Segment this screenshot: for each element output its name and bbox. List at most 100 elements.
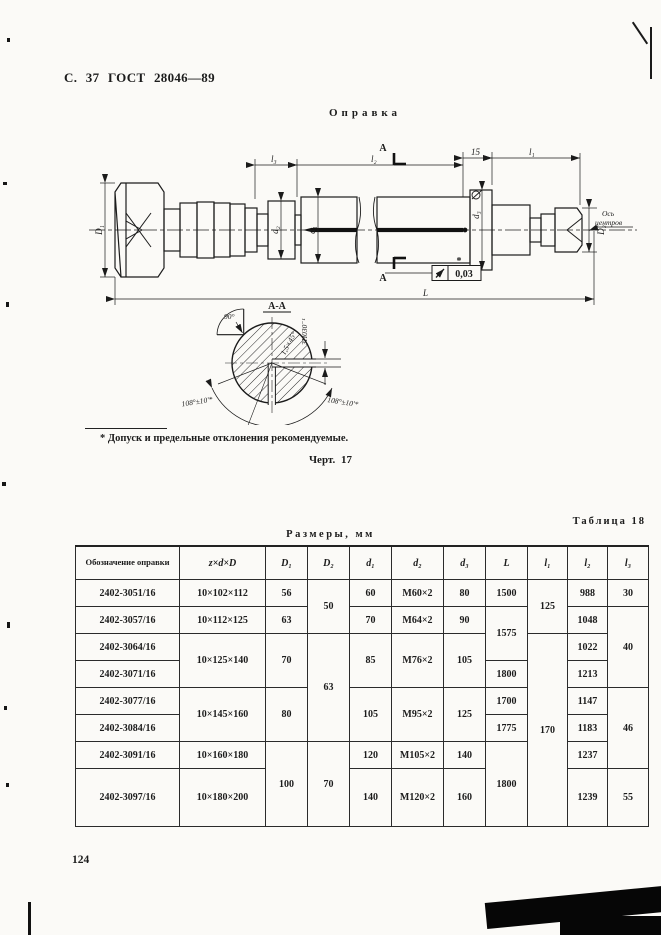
cell: 50: [307, 579, 350, 634]
cell: 1700: [485, 687, 528, 715]
angle-90-label: 90°: [224, 312, 235, 321]
cell: 125: [527, 579, 568, 634]
scan-artifact: [7, 622, 10, 628]
cell: 988: [567, 579, 608, 607]
cell: 1575: [485, 606, 528, 661]
drawing-title: Оправка: [328, 107, 402, 119]
cell: 60: [349, 579, 392, 607]
cell: 10×180×200: [179, 768, 266, 827]
tolerance-frame: 0,03 *: [385, 256, 482, 281]
svg-text:0,03: 0,03: [455, 269, 473, 280]
cell: 160: [443, 768, 486, 827]
cell: 2402-3077/16: [75, 687, 180, 715]
cell: М76×2: [391, 633, 444, 688]
dimension-lines: [100, 152, 597, 305]
cell: 2402-3064/16: [75, 633, 180, 661]
cell: 10×145×160: [179, 687, 266, 742]
section-view-a-a: А-А 3Н030⁻¹ 1,5×45° 90° 108°±10'* 108°±1: [181, 301, 359, 425]
scan-artifact: [7, 38, 10, 42]
cell: 1775: [485, 714, 528, 742]
cell: 140: [443, 741, 486, 769]
cell: М105×2: [391, 741, 444, 769]
col-d2: d₂: [391, 545, 444, 580]
col-d3: d₃: [443, 545, 486, 580]
cell: 2402-3084/16: [75, 714, 180, 742]
cell: 1237: [567, 741, 608, 769]
scan-artifact: [631, 21, 649, 45]
dim-L-label: L: [422, 288, 428, 298]
section-mark-top: А: [379, 143, 387, 154]
cell: 105: [443, 633, 486, 688]
page-header: С. 37 ГОСТ 28046—89: [64, 70, 215, 85]
table-row: 2402-3097/16 10×180×200 140 М120×2 160 1…: [75, 768, 649, 827]
col-L: L: [485, 545, 528, 580]
scan-artifact: [2, 482, 6, 486]
col-designation: Обозначение оправки: [75, 545, 180, 580]
cell: 2402-3097/16: [75, 768, 180, 827]
cell: 10×102×112: [179, 579, 266, 607]
dim-l1-label: l₁: [529, 147, 535, 157]
cell: М120×2: [391, 768, 444, 827]
cell: 40: [607, 606, 649, 688]
cell: 120: [349, 741, 392, 769]
col-D1: D₁: [265, 545, 308, 580]
table-row: 2402-3051/16 10×102×112 56 50 60 М60×2 8…: [75, 579, 649, 634]
svg-text:А-А: А-А: [268, 301, 287, 312]
cell: 80: [265, 687, 308, 742]
scan-artifact: [650, 27, 652, 79]
cell: 105: [349, 687, 392, 742]
figure-caption: Черт. 17: [308, 454, 352, 466]
cell: 10×160×180: [179, 741, 266, 769]
dim-D1-label: D₁: [94, 225, 104, 236]
cell: 1183: [567, 714, 608, 742]
dim-l2-label: l₂: [371, 154, 377, 164]
dim-15-label: 15: [471, 147, 481, 157]
col-zdd: z×d×D: [179, 545, 266, 580]
scan-artifact: [28, 902, 31, 935]
footnote-text: * Допуск и предельные отклонения рекомен…: [100, 433, 349, 444]
mandrel-drawing: l₃ l₂ 15 l₁ L D₁ d₂ d₁ d₃ D₂ Ось центров…: [89, 143, 637, 425]
cell: 100: [265, 741, 308, 827]
scan-artifact: [560, 916, 661, 935]
cell: 10×125×140: [179, 633, 266, 688]
cell: 1500: [485, 579, 528, 607]
axis-of-centers-note: Ось центров: [588, 209, 633, 231]
runout-symbol-icon: [435, 268, 445, 278]
page-number: 124: [72, 854, 90, 866]
scan-artifact: [6, 302, 9, 307]
cell: 63: [265, 606, 308, 634]
table-header-row: Обозначение оправки z×d×D D₁ D₂ d₁ d₂ d₃…: [75, 545, 649, 580]
col-l2: l₂: [567, 545, 608, 580]
cell: 70: [349, 606, 392, 634]
col-D2: D₂: [307, 545, 350, 580]
cell: 2402-3071/16: [75, 660, 180, 688]
cell: 140: [349, 768, 392, 827]
cell: 90: [443, 606, 486, 634]
col-l3: l₃: [607, 545, 649, 580]
cell: 70: [307, 741, 350, 827]
angle-108-right-label: 108°±10'*: [327, 395, 359, 409]
slot-dim-label: 3Н030⁻¹: [300, 318, 309, 346]
cell: 1800: [485, 741, 528, 827]
table-row: 2402-3064/16 10×125×140 70 63 85 М76×2 1…: [75, 633, 649, 827]
angle-108-left-label: 108°±10'*: [181, 395, 213, 409]
cell: 46: [607, 687, 649, 769]
slot-line: [303, 227, 468, 233]
scan-artifact: [3, 182, 7, 185]
cell: 1213: [567, 660, 608, 688]
cell: 1147: [567, 687, 608, 715]
cell: М95×2: [391, 687, 444, 742]
section-mark-bottom: А: [379, 273, 387, 284]
cell: М64×2: [391, 606, 444, 634]
cell: 70: [265, 633, 308, 688]
section-plane-marks: [392, 153, 406, 269]
dim-l3-label: l₃: [271, 154, 277, 164]
table-caption: Таблица 18: [572, 516, 646, 527]
cell: 2402-3051/16: [75, 579, 180, 607]
dim-D2-label: D₂: [596, 225, 606, 236]
svg-text:центров: центров: [595, 218, 623, 227]
cell: 30: [607, 579, 649, 607]
cell: М60×2: [391, 579, 444, 607]
cell: 1048: [567, 606, 608, 634]
